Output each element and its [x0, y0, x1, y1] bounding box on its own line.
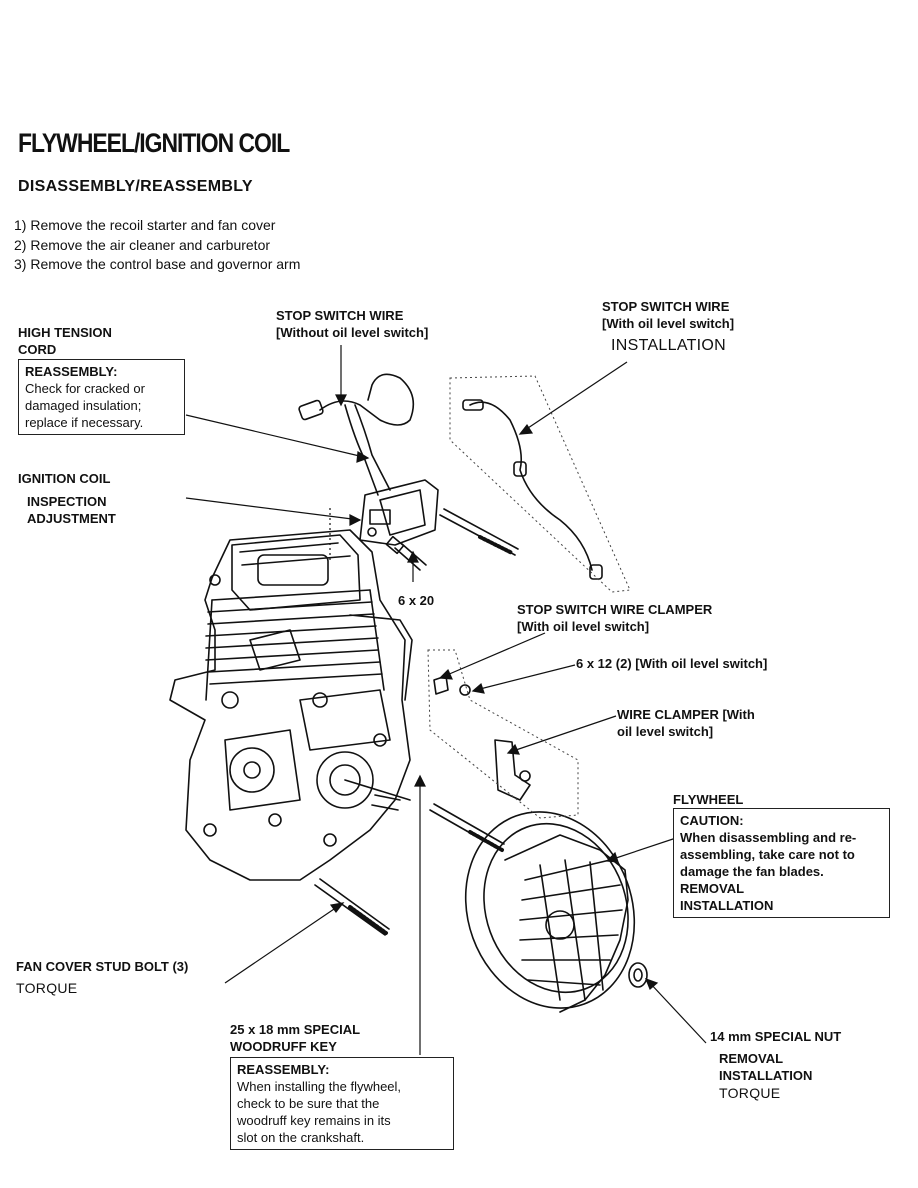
step-list: 1) Remove the recoil starter and fan cov… — [14, 216, 300, 275]
high-tension-reassembly-box: REASSEMBLY: Check for cracked or damaged… — [18, 359, 185, 435]
stop-switch-wire-clamper-label: STOP SWITCH WIRE CLAMPER [With oil level… — [517, 602, 713, 634]
ignition-coil-sublabel: INSPECTION ADJUSTMENT — [27, 494, 116, 526]
stud-bolt-drawing — [314, 508, 519, 936]
high-tension-cord-label: HIGH TENSION CORD — [18, 325, 112, 357]
leader-lines — [185, 345, 707, 1055]
special-nut-actions: REMOVAL INSTALLATION TORQUE — [719, 1051, 813, 1101]
dashed-zones — [427, 375, 631, 819]
stop-switch-wire-installation-label: INSTALLATION — [611, 337, 727, 354]
step-item: 1) Remove the recoil starter and fan cov… — [14, 217, 276, 233]
bolt-6x20-drawing — [385, 535, 427, 571]
woodruff-reassembly-box: REASSEMBLY: When installing the flywheel… — [230, 1057, 454, 1150]
page-title: FLYWHEEL/IGNITION COIL — [18, 128, 290, 158]
stop-switch-wire-without-label: STOP SWITCH WIRE [Without oil level swit… — [276, 308, 429, 340]
stop-wire-oil-switch-drawing — [462, 399, 603, 580]
engine-block-drawing — [169, 529, 413, 881]
bolt-6x12-label: 6 x 12 (2) [With oil level switch] — [576, 656, 768, 671]
flywheel-caution-box: CAUTION: When disassembling and re- asse… — [673, 808, 890, 918]
fan-cover-stud-bolt-label: FAN COVER STUD BOLT (3) — [16, 959, 189, 974]
bolt-6x20-label: 6 x 20 — [398, 593, 435, 608]
special-nut-label: 14 mm SPECIAL NUT — [710, 1029, 842, 1044]
stop-switch-wire-with-label: STOP SWITCH WIRE [With oil level switch] — [602, 299, 735, 331]
woodruff-key-label: 25 x 18 mm SPECIAL WOODRUFF KEY — [230, 1022, 361, 1054]
ignition-coil-label: IGNITION COIL — [18, 471, 111, 486]
flywheel-label: FLYWHEEL — [673, 792, 744, 807]
special-nut-drawing — [628, 962, 648, 988]
ignition-coil-drawing — [298, 373, 439, 546]
flywheel-drawing — [464, 811, 636, 1013]
fan-cover-stud-bolt-torque: TORQUE — [16, 980, 78, 996]
step-item: 2) Remove the air cleaner and carburetor — [14, 236, 271, 253]
wire-clamper-drawing — [433, 675, 531, 801]
section-subtitle: DISASSEMBLY/REASSEMBLY — [18, 178, 253, 195]
wire-clamper-label: WIRE CLAMPER [With oil level switch] — [617, 707, 755, 739]
step-item: 3) Remove the control base and governor … — [14, 256, 301, 272]
